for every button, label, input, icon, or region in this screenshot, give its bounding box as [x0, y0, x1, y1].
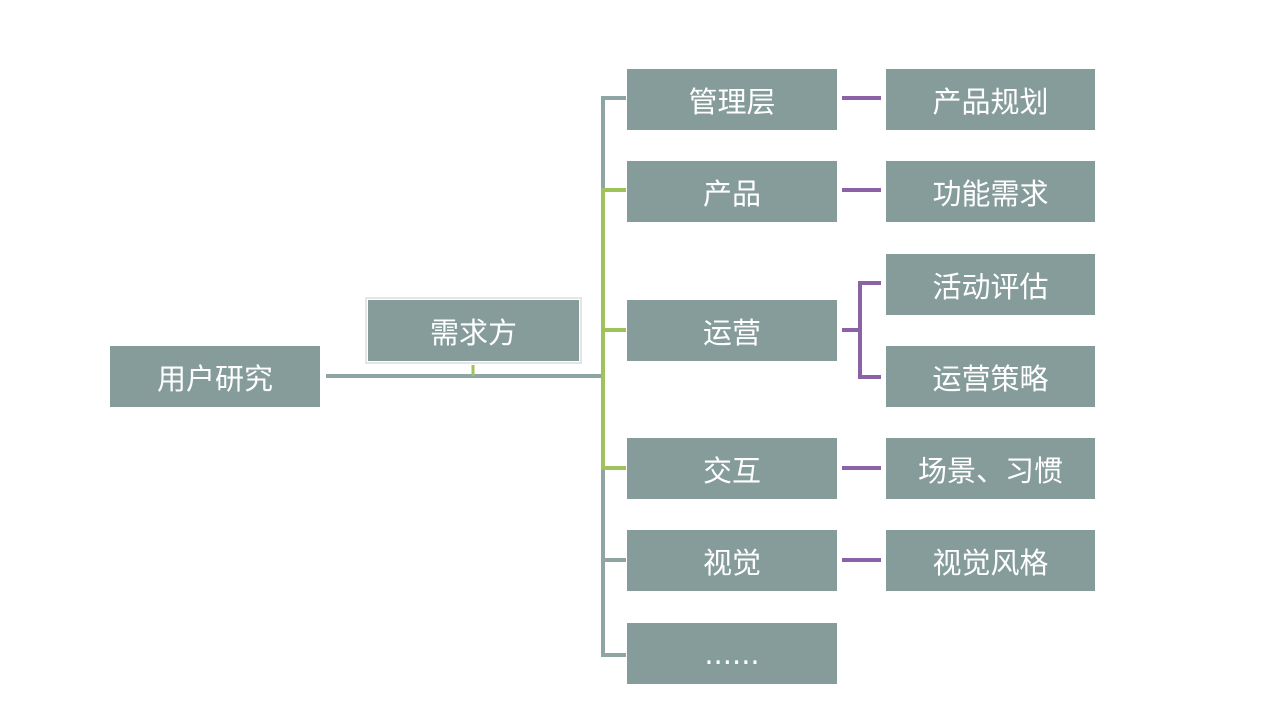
branch-node-more: ......: [627, 623, 837, 684]
branch-node-visual: 视觉: [627, 530, 837, 591]
leaf-node-activity-evaluation: 活动评估: [886, 254, 1095, 315]
branch-node-product: 产品: [627, 161, 837, 222]
middle-node: 需求方: [365, 297, 582, 364]
branch-node-management: 管理层: [627, 69, 837, 130]
leaf-node-product-planning: 产品规划: [886, 69, 1095, 130]
leaf-node-operation-strategy: 运营策略: [886, 346, 1095, 407]
leaf-node-visual-style: 视觉风格: [886, 530, 1095, 591]
leaf-node-feature-requirements: 功能需求: [886, 161, 1095, 222]
branch-node-operations: 运营: [627, 300, 837, 361]
leaf-node-scenes-habits: 场景、习惯: [886, 438, 1095, 499]
root-node: 用户研究: [110, 346, 320, 407]
branch-node-interaction: 交互: [627, 438, 837, 499]
